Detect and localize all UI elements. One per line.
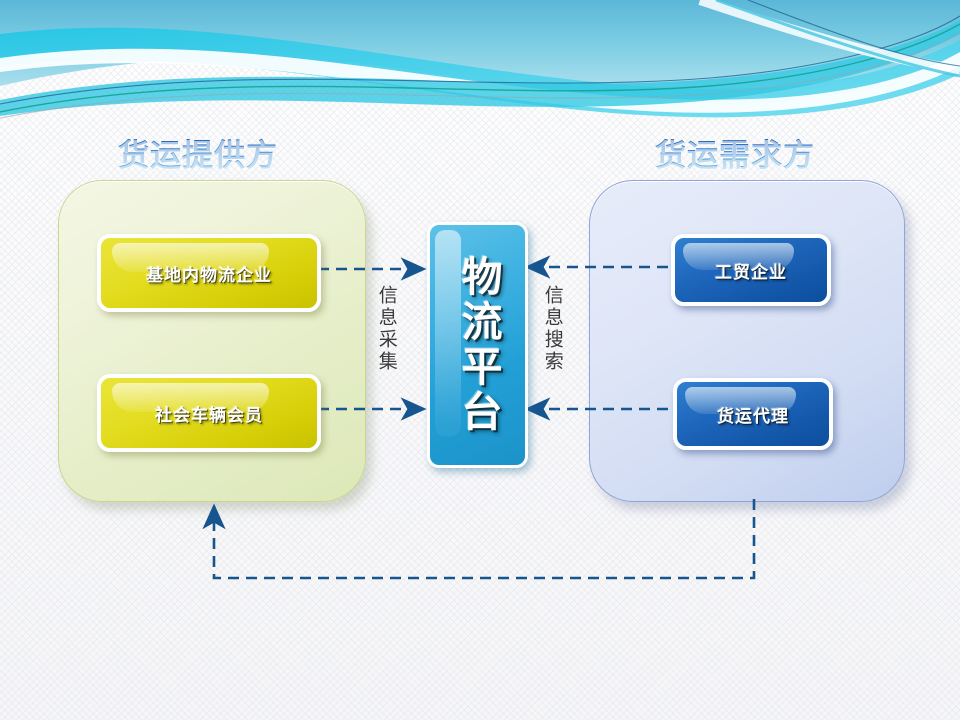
flow-caption-information-collection: 信息采集 <box>375 285 398 373</box>
header-wave-decoration <box>0 0 960 119</box>
provider-panel[interactable] <box>58 180 366 502</box>
node-social-vehicle-label: 社会车辆会员 <box>155 405 263 426</box>
demand-title: 货运需求方 <box>655 130 815 175</box>
node-logistics-platform-label: 物流平台 <box>454 255 503 435</box>
provider-title: 货运提供方 <box>118 130 278 175</box>
node-base-logistics-label: 基地内物流企业 <box>146 265 272 286</box>
node-freight-agent-label: 货运代理 <box>717 406 789 427</box>
flow-caption-information-search: 信息搜索 <box>541 285 564 373</box>
node-base-logistics[interactable]: 基地内物流企业 <box>97 234 321 312</box>
node-logistics-platform[interactable]: 物流平台 <box>427 222 528 468</box>
connector-demand-to-provider-feedback <box>202 499 756 580</box>
demand-panel[interactable] <box>589 180 905 502</box>
node-freight-agent[interactable]: 货运代理 <box>673 378 833 450</box>
node-social-vehicle[interactable]: 社会车辆会员 <box>97 374 321 452</box>
node-industry-trade[interactable]: 工贸企业 <box>671 234 831 306</box>
node-industry-trade-label: 工贸企业 <box>715 262 787 283</box>
